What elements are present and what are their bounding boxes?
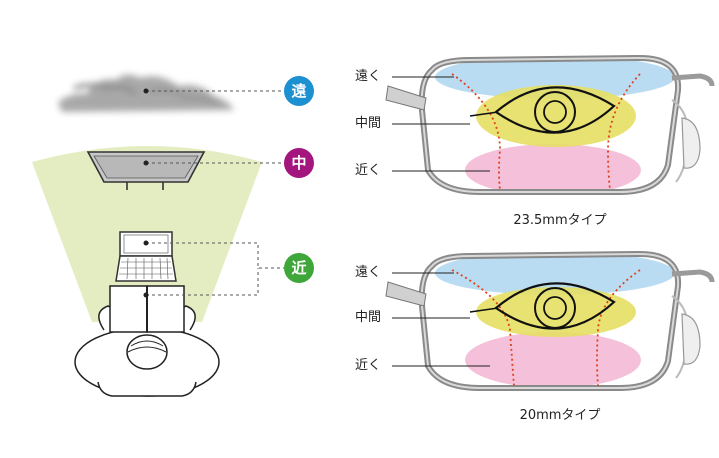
lens1-caption: 23.5mmタイプ bbox=[513, 213, 607, 228]
lens1-near-label: 近く bbox=[355, 163, 382, 178]
laptop-icon bbox=[115, 231, 177, 282]
person-reading-icon bbox=[74, 285, 220, 397]
monitor-icon bbox=[86, 151, 206, 190]
lens2-far-label: 遠く bbox=[355, 265, 382, 280]
glasses-lens-23-5mm bbox=[385, 54, 715, 195]
near-zone-badge: 近 bbox=[284, 253, 314, 283]
lens2-caption: 20mmタイプ bbox=[519, 408, 601, 423]
lens1-far-label: 遠く bbox=[355, 69, 382, 84]
lens2-near-label: 近く bbox=[355, 358, 382, 373]
lens1-mid-label: 中間 bbox=[355, 116, 382, 131]
far-zone-badge: 遠 bbox=[284, 76, 314, 106]
eye-icon bbox=[469, 282, 616, 330]
glasses-lens-20mm bbox=[385, 250, 715, 391]
mid-zone-badge: 中 bbox=[284, 148, 314, 178]
lens2-mid-label: 中間 bbox=[355, 310, 382, 325]
eye-icon bbox=[469, 86, 616, 134]
leader-lines bbox=[146, 90, 286, 296]
